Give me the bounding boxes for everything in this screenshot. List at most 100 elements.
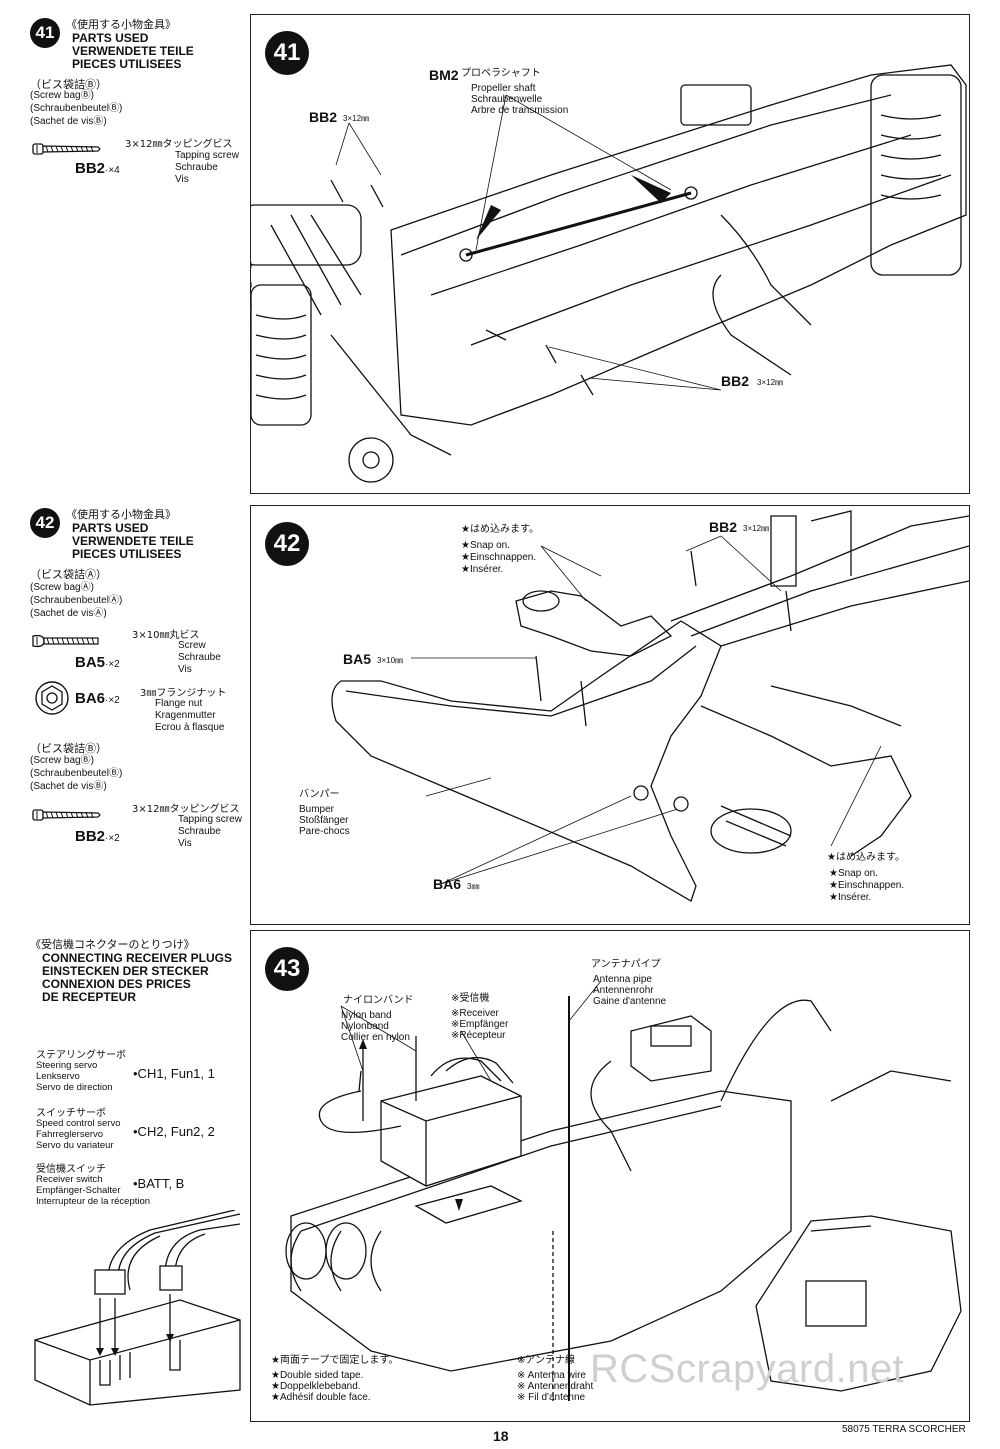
bb2-top-code: BB2 [309, 109, 338, 125]
step-42-diagram-badge: 42 [265, 522, 309, 566]
receiver-en: ※Receiver [451, 1008, 499, 1019]
parts-used-de: VERWENDETE TEILE [72, 44, 194, 58]
bm2-de: Schraubenwelle [471, 94, 543, 105]
parts-used-fr-42: PIECES UTILISEES [72, 547, 182, 561]
double-tape-en: ★Double sided tape. [271, 1370, 364, 1381]
receiver-jp: ※受信機 [451, 993, 490, 1004]
steering-servo-en: Steering servo [36, 1060, 98, 1071]
ba5-code: BA5·×2 [75, 654, 120, 671]
step-43-diagram: 43 [250, 930, 970, 1422]
bb2-right-code: BB2 [721, 373, 750, 389]
screw-bag-a-en: (Screw bagⒶ) [30, 582, 94, 593]
screw-bag-b-de: (SchraubenbeutelⒷ) [30, 768, 123, 779]
antenna-wire-fr: ※ Fil d'antenne [517, 1392, 586, 1403]
tapping-screw-fr: Vis [175, 174, 189, 185]
tapping-screw-icon-42 [32, 809, 101, 821]
step-43-diagram-badge: 43 [265, 947, 309, 991]
screw-bag-b-en: (Screw bagⒷ) [30, 755, 94, 766]
switch-servo-fr: Servo du variateur [36, 1140, 114, 1151]
nylon-band-de: Nylonband [341, 1021, 389, 1032]
page-number: 18 [493, 1428, 509, 1444]
tapping-screw-en: Tapping screw [175, 150, 239, 161]
parts-used-jp: 《使用する小物金具》 [66, 18, 176, 31]
bb2-size-label-42: 3×12㎜ [743, 524, 770, 533]
bb2-top-size: 3×12㎜ [343, 114, 370, 123]
bb2-de-42: Schraube [178, 826, 221, 837]
antenna-pipe-fr: Gaine d'antenne [593, 996, 667, 1007]
screw-bag-a-fr: (Sachet de visⒶ) [30, 608, 107, 619]
steering-servo-jp: ステアリングサーボ [36, 1050, 126, 1061]
flange-nut-icon [35, 681, 69, 715]
receiver-switch-en: Receiver switch [36, 1174, 103, 1185]
bumper-42-drawing [331, 510, 969, 902]
bb2-size-jp-42: 3×12㎜タッピングビス [132, 804, 240, 815]
nylon-band-fr: Collier en nylon [341, 1032, 410, 1043]
connecting-title-fr: CONNEXION DES PRICES [42, 977, 191, 991]
bumper-de: Stoßfänger [299, 815, 349, 826]
steering-servo-de: Lenkservo [36, 1071, 80, 1082]
ba6-size-jp: 3㎜フランジナット [140, 688, 227, 699]
screw-bag-b-jp: （ビス袋詰Ⓑ） [30, 742, 107, 755]
snap-on-jp: ★はめ込みます。 [461, 524, 539, 535]
snap-on-de: ★Einschnappen. [461, 552, 537, 563]
step-41-diagram: 41 [250, 14, 970, 494]
parts-used-jp-42: 《使用する小物金具》 [66, 508, 176, 521]
bb2-en-42: Tapping screw [178, 814, 242, 825]
receiver-switch-jp: 受信機スイッチ [36, 1164, 106, 1175]
step-42-diagram: 42 [250, 505, 970, 925]
screw-bag-jp: （ビス袋詰Ⓑ） [30, 78, 107, 91]
bumper-fr: Pare-chocs [299, 826, 350, 837]
bm2-en: Propeller shaft [471, 83, 536, 94]
receiver-plug-drawing [34, 1210, 241, 1406]
switch-servo-en: Speed control servo [36, 1118, 121, 1129]
tapping-screw-de: Schraube [175, 162, 218, 173]
bb2-code-42: BB2·×2 [75, 828, 120, 845]
receiver-fr: ※Récepteur [451, 1030, 506, 1041]
snap-on2-en: ★Snap on. [829, 868, 878, 879]
watermark: RCScrapyard.net [590, 1347, 905, 1391]
screw-size-jp: 3×12㎜タッピングビス [125, 139, 233, 150]
ba5-fr: Vis [178, 664, 192, 675]
switch-channel: •CH2, Fun2, 2 [133, 1124, 215, 1139]
step-41-badge: 41 [30, 18, 60, 48]
screw-bag-a-de: (SchraubenbeutelⒶ) [30, 595, 123, 606]
step-41-diagram-badge: 41 [265, 31, 309, 75]
ba5-de: Schraube [178, 652, 221, 663]
bumper-jp: バンパー [299, 789, 340, 800]
bm2-jp: プロペラシャフト [461, 68, 541, 79]
antenna-wire-jp: ※アンテナ線 [517, 1355, 575, 1366]
connecting-title-jp: 《受信機コネクターのとりつけ》 [30, 938, 195, 951]
screw-bag-de: (SchraubenbeutelⒷ) [30, 103, 123, 114]
receiver-de: ※Empfänger [451, 1019, 509, 1030]
receiver-switch-de: Empfänger-Schalter [36, 1185, 121, 1196]
parts-used-fr: PIECES UTILISEES [72, 57, 182, 71]
tapping-screw-icon [32, 143, 101, 155]
screw-bag-a-jp: （ビス袋詰Ⓐ） [30, 568, 107, 581]
connecting-title-en: CONNECTING RECEIVER PLUGS [42, 951, 233, 965]
receiver-switch-fr: Interrupteur de la réception [36, 1196, 151, 1207]
steering-servo-fr: Servo de direction [36, 1082, 113, 1093]
connecting-title-de: EINSTECKEN DER STECKER [42, 964, 209, 978]
connecting-title-fr2: DE RECEPTEUR [42, 990, 137, 1004]
ba5-label: BA5 [343, 651, 372, 667]
chassis-41-drawing [251, 64, 967, 483]
snap-on-en: ★Snap on. [461, 540, 510, 551]
round-screw-icon [32, 634, 99, 648]
parts-used-en: PARTS USED [72, 31, 149, 45]
parts-used-de-42: VERWENDETE TEILE [72, 534, 194, 548]
ba6-fr: Ecrou à flasque [155, 722, 225, 733]
antenna-pipe-en: Antenna pipe [593, 974, 652, 985]
bb2-fr-42: Vis [178, 838, 192, 849]
bm2-fr: Arbre de transmission [471, 105, 569, 116]
ba6-code: BA6·×2 [75, 690, 120, 707]
antenna-wire-en: ※ Antenna wire [517, 1370, 586, 1381]
nylon-band-jp: ナイロンバンド [343, 995, 414, 1006]
screw-bag-fr: (Sachet de visⒷ) [30, 116, 107, 127]
snap-on-fr: ★Insérer. [461, 564, 504, 575]
model-name: 58075 TERRA SCORCHER [842, 1424, 966, 1435]
ba6-size-label: 3㎜ [467, 882, 480, 891]
ba6-de: Kragenmutter [155, 710, 216, 721]
double-tape-de: ★Doppelklebeband. [271, 1381, 361, 1392]
steering-channel: •CH1, Fun1, 1 [133, 1066, 215, 1081]
bumper-en: Bumper [299, 804, 335, 815]
